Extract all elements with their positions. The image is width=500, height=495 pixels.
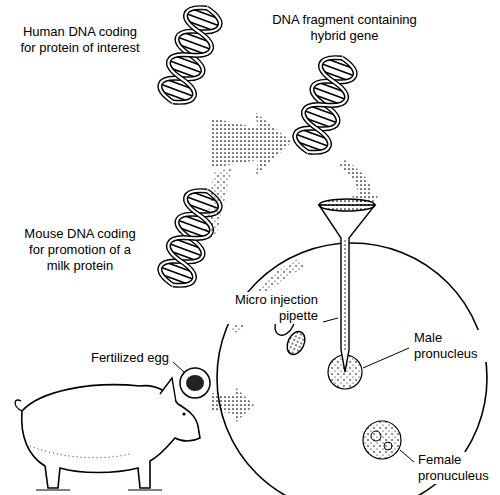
pipette-contents (345, 240, 346, 350)
ground-mark (36, 490, 162, 491)
leader-line (173, 362, 184, 372)
stippled-trail (205, 168, 232, 236)
pig-tail (15, 400, 22, 411)
pig (15, 378, 200, 490)
nucleolus (384, 442, 392, 450)
leader-line (400, 450, 414, 462)
label-text: DNA fragment containing hybrid gene (262, 12, 427, 44)
dna-helix (156, 2, 224, 108)
pipette (319, 205, 375, 372)
polar-body (284, 329, 309, 358)
leader-line (363, 348, 409, 368)
female-pronucleus (363, 421, 401, 459)
egg-nucleus (186, 375, 204, 391)
nucleolus (371, 431, 381, 441)
label-text: Mouse DNA coding for promotion of a milk… (15, 226, 145, 274)
stippled-arrow (210, 386, 254, 424)
pig-shading (30, 446, 130, 458)
label-text: Male pronucleus (412, 330, 494, 362)
label-text: Micro injection pipette (222, 292, 320, 324)
stippled-arrow (212, 112, 292, 175)
dna-helix (291, 52, 359, 158)
label-text: Female pronuculeus (416, 452, 494, 484)
small-egg (180, 368, 210, 398)
pig-ear (160, 378, 176, 402)
leader-line (323, 318, 338, 322)
pig-eye (182, 412, 185, 415)
label-text: Fertilized egg (84, 350, 171, 366)
pipette-funnel (319, 199, 375, 211)
label-text: Human DNA coding for protein of interest (15, 24, 145, 56)
